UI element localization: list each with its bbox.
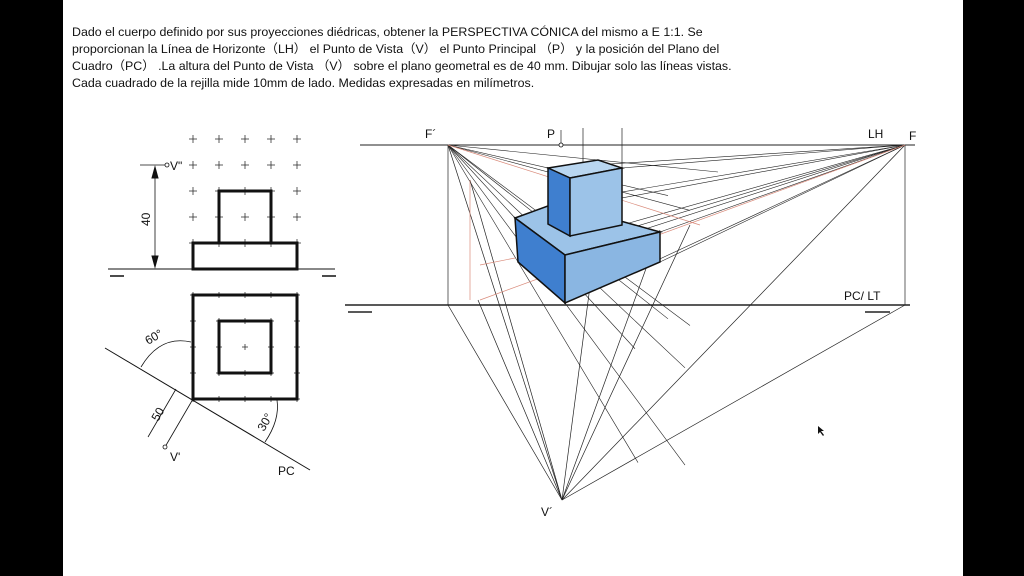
v-elevation-point bbox=[164, 162, 170, 168]
v-elevation-label: V" bbox=[170, 159, 182, 173]
cube-right-face bbox=[569, 167, 623, 237]
pc-lt-label: PC/ LT bbox=[844, 289, 881, 303]
perspective-construction bbox=[345, 128, 915, 501]
p-label: P bbox=[547, 127, 555, 141]
statement-line: proporcionan la Línea de Horizonte（LH） e… bbox=[72, 42, 720, 56]
ray-right bbox=[621, 144, 906, 226]
elevation-cube bbox=[217, 189, 273, 245]
height-dimension-text: 40 bbox=[139, 212, 153, 226]
ray-right bbox=[621, 144, 906, 169]
cube-left-face bbox=[547, 166, 571, 238]
v-plan-label: V' bbox=[170, 450, 180, 464]
ray-right bbox=[659, 144, 906, 233]
plan-cube bbox=[217, 319, 273, 375]
statement-line: Cada cuadrado de la rejilla mide 10mm de… bbox=[72, 76, 535, 90]
plan-base bbox=[191, 293, 299, 401]
perspective-solid bbox=[513, 159, 663, 305]
statement-line: Cuadro（PC） .La altura del Punto de Vista… bbox=[72, 59, 732, 73]
f-right-label: F bbox=[909, 129, 916, 143]
lh-label: LH bbox=[868, 127, 883, 141]
angle-30-text: 30° bbox=[254, 411, 275, 434]
ray-right bbox=[659, 144, 906, 263]
principal-point bbox=[558, 142, 564, 148]
statement-line: Dado el cuerpo definido por sus proyecci… bbox=[72, 25, 703, 39]
orthographic-views bbox=[104, 135, 336, 471]
ray-left bbox=[447, 144, 686, 466]
f-left-label: F´ bbox=[425, 127, 436, 141]
pc-trace-line bbox=[104, 347, 311, 471]
ray-left bbox=[447, 144, 639, 463]
ray-left bbox=[447, 144, 719, 173]
problem-statement: Dado el cuerpo definido por sus proyecci… bbox=[72, 24, 812, 92]
pc-label: PC bbox=[278, 464, 295, 478]
v-label: V´ bbox=[541, 505, 553, 519]
distance-dimension-text: 50 bbox=[148, 405, 167, 424]
base-right-face bbox=[564, 231, 661, 305]
angle-60-text: 60° bbox=[143, 326, 166, 347]
v-plan-point bbox=[162, 444, 168, 450]
mouse-cursor-icon bbox=[818, 426, 824, 436]
